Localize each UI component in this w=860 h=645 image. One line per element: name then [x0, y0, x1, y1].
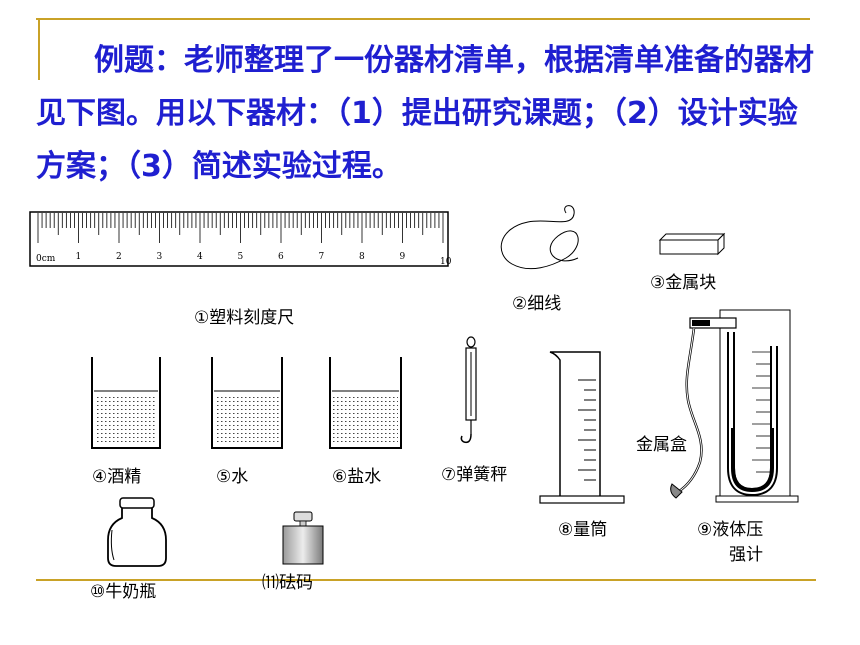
spring-scale-drawing: [460, 336, 477, 444]
label-metal-block: ③金属块: [650, 273, 717, 293]
label-milk-bottle: ⑩牛奶瓶: [90, 582, 157, 602]
beaker-water: [211, 357, 283, 449]
ruler-number: 5: [238, 252, 244, 262]
pressure-gauge-drawing: [670, 309, 799, 503]
label-pressure-gauge-1: ⑨液体压: [697, 520, 764, 540]
ruler-number: 6: [278, 252, 284, 262]
weight-drawing: [282, 511, 324, 565]
label-weight: ⑾砝码: [262, 573, 313, 593]
label-water: ⑤水: [216, 467, 249, 487]
label-pressure-gauge-2: 强计: [729, 545, 763, 565]
plastic-ruler: 0cm 1 2 3 4 5 6 7 8 9 10: [29, 211, 452, 267]
label-metal-box: 金属盒: [636, 435, 687, 455]
ruler-number: 10: [440, 257, 452, 267]
label-cylinder: ⑧量筒: [558, 520, 608, 540]
beaker-alcohol: [91, 357, 161, 449]
milk-bottle-drawing: [107, 497, 167, 567]
ruler-number: 1: [76, 252, 82, 262]
top-rule: [36, 18, 810, 20]
ruler-number: 7: [319, 252, 325, 262]
label-spring-scale: ⑦弹簧秤: [441, 465, 508, 485]
beaker-salt-water: [329, 357, 402, 449]
problem-text: 例题：老师整理了一份器材清单，根据清单准备的器材见下图。用以下器材：（1）提出研…: [36, 43, 814, 184]
graduated-cylinder-drawing: [539, 351, 625, 504]
label-thread: ②细线: [512, 294, 562, 314]
metal-block-drawing: [658, 232, 726, 256]
ruler-number: 3: [157, 252, 163, 262]
label-alcohol: ④酒精: [92, 467, 142, 487]
thread-drawing: [500, 205, 579, 270]
ruler-number: 4: [197, 252, 203, 262]
left-accent-bar: [38, 20, 40, 80]
label-ruler: ①塑料刻度尺: [194, 308, 295, 328]
label-salt-water: ⑥盐水: [332, 467, 382, 487]
ruler-number: 2: [116, 252, 122, 262]
ruler-unit-label: 0cm: [36, 254, 56, 264]
ruler-number: 9: [400, 252, 406, 262]
ruler-number: 8: [359, 252, 365, 262]
bottom-rule: [36, 579, 816, 581]
